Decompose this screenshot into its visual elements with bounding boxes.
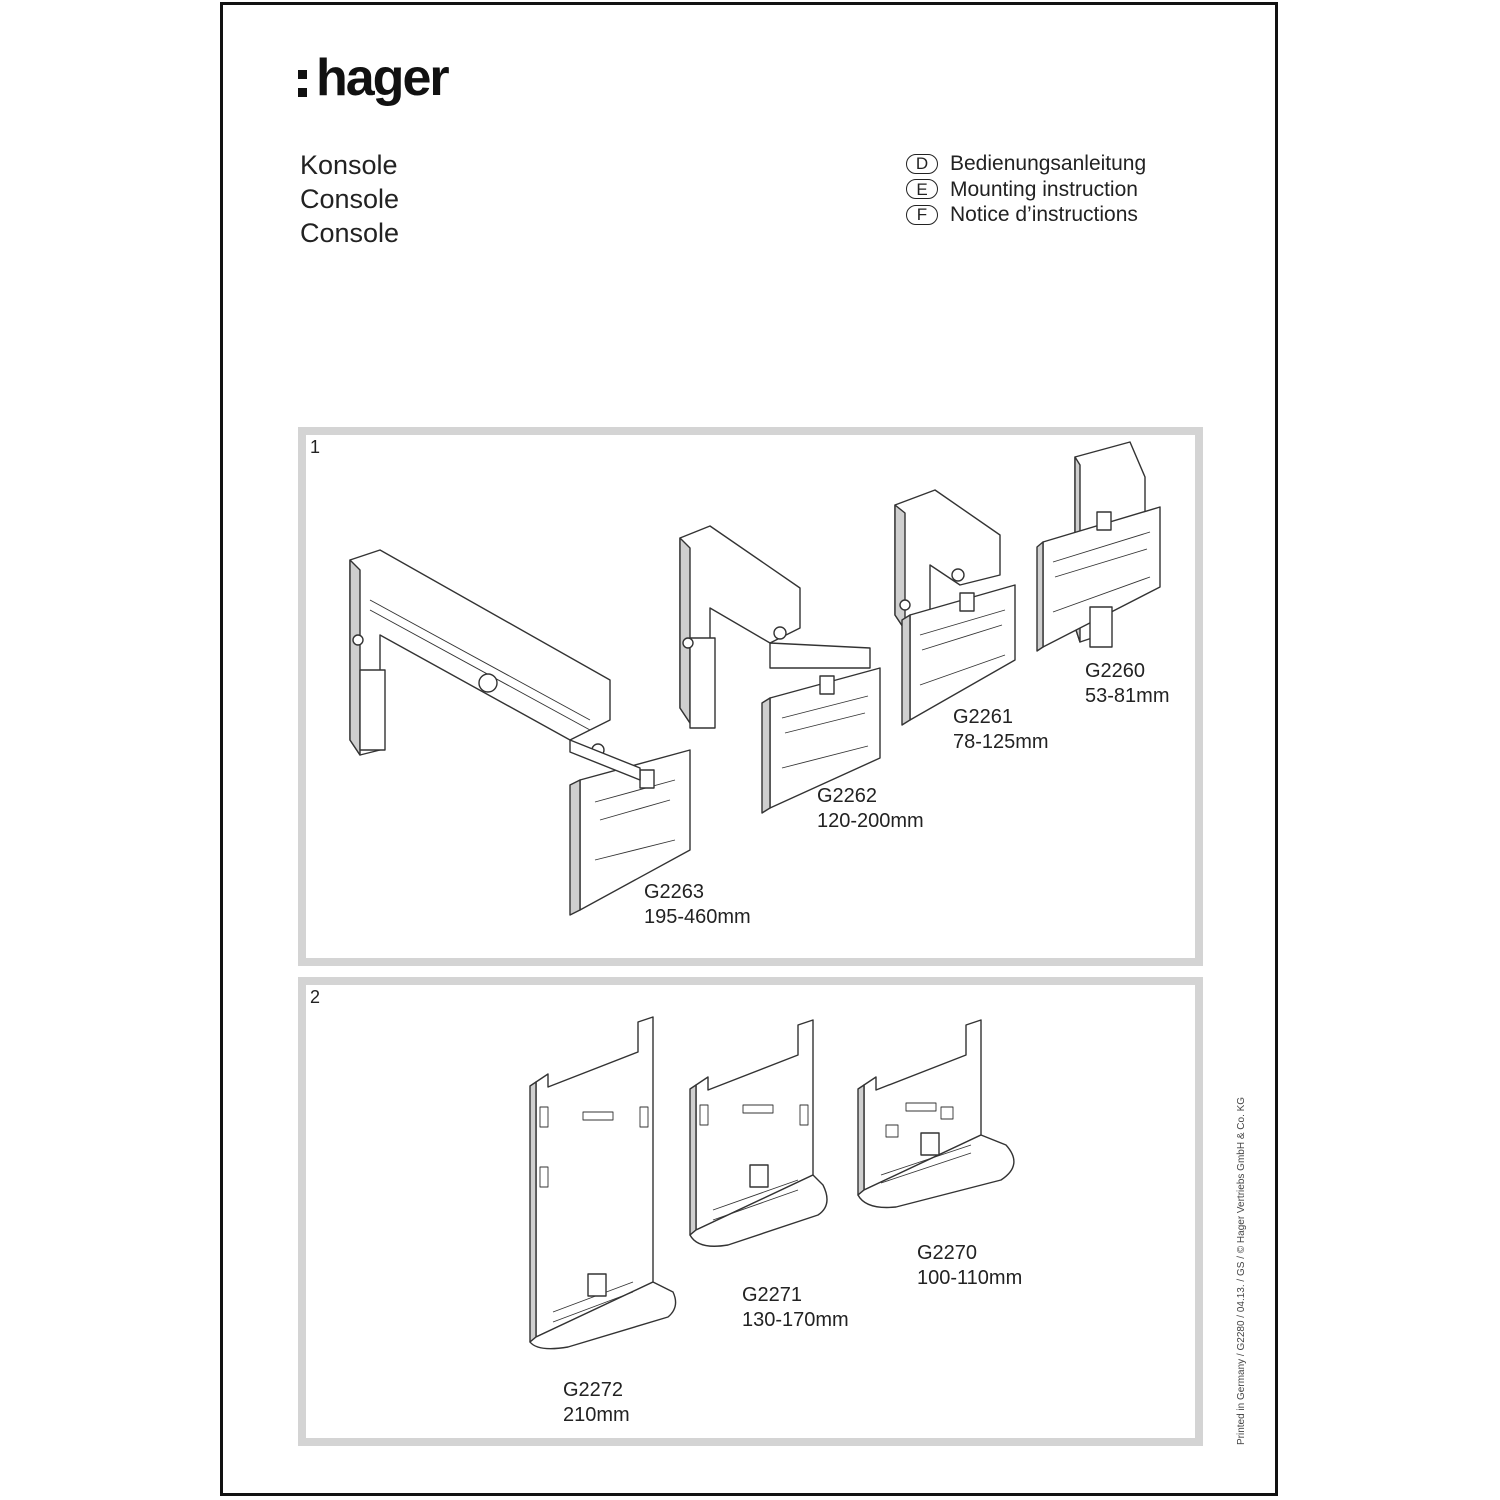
instruction-en: E Mounting instruction	[906, 177, 1146, 203]
product-range: 78-125mm	[953, 731, 1049, 753]
product-range: 130-170mm	[742, 1309, 849, 1331]
product-label-g2272: G2272 210mm	[563, 1378, 630, 1428]
language-code-badge: D	[906, 153, 938, 174]
instruction-languages: D Bedienungsanleitung E Mounting instruc…	[906, 151, 1146, 228]
language-code-badge: F	[906, 204, 938, 225]
title-fr: Console	[300, 218, 400, 248]
product-label-g2270: G2270 100-110mm	[917, 1241, 1022, 1291]
instruction-label: Notice d’instructions	[950, 203, 1138, 226]
hager-logo: hager	[316, 49, 450, 107]
product-label-g2261: G2261 78-125mm	[953, 705, 1049, 755]
product-range: 100-110mm	[917, 1267, 1023, 1289]
product-label-g2271: G2271 130-170mm	[742, 1283, 849, 1333]
bracket-g2260-illustration	[1036, 441, 1161, 652]
instruction-de: D Bedienungsanleitung	[906, 151, 1146, 177]
bracket-g2261-illustration	[894, 489, 1016, 726]
imprint-text: Printed in Germany / G2280 / 04.13. / GS…	[1236, 1096, 1247, 1445]
product-code: G2263	[644, 881, 705, 903]
product-range: 195-460mm	[644, 906, 751, 928]
plate-g2270-illustration	[857, 1019, 1015, 1209]
product-code: G2270	[917, 1242, 978, 1264]
language-code-badge: E	[906, 179, 938, 200]
product-label-g2262: G2262 120-200mm	[817, 784, 924, 834]
panel-number: 2	[310, 987, 321, 1007]
instruction-label: Bedienungsanleitung	[950, 152, 1147, 175]
product-range: 120-200mm	[817, 810, 924, 832]
bracket-g2263-illustration	[349, 549, 691, 916]
product-label-g2263: G2263 195-460mm	[644, 880, 751, 930]
plate-g2271-illustration	[689, 1019, 828, 1247]
instruction-fr: F Notice d’instructions	[906, 202, 1146, 228]
product-code: G2271	[742, 1284, 803, 1306]
product-code: G2262	[817, 785, 878, 807]
bracket-g2262-illustration	[679, 525, 881, 814]
title-en: Console	[300, 184, 400, 214]
product-code: G2261	[953, 706, 1014, 728]
figure-panel-2: 2	[298, 977, 1203, 1446]
plate-g2272-illustration	[529, 1016, 677, 1350]
product-range: 210mm	[563, 1404, 630, 1426]
product-label-g2260: G2260 53-81mm	[1085, 659, 1169, 709]
hager-logo-dots	[298, 70, 308, 100]
instruction-label: Mounting instruction	[950, 177, 1138, 201]
product-code: G2272	[563, 1379, 624, 1401]
product-range: 53-81mm	[1085, 685, 1170, 707]
document-sheet	[220, 2, 1278, 1496]
product-code: G2260	[1085, 660, 1146, 682]
product-titles: Konsole Console Console	[300, 148, 399, 250]
figure-panel-1: 1	[298, 427, 1203, 966]
panel-number: 1	[310, 437, 321, 457]
title-de: Konsole	[300, 150, 398, 180]
